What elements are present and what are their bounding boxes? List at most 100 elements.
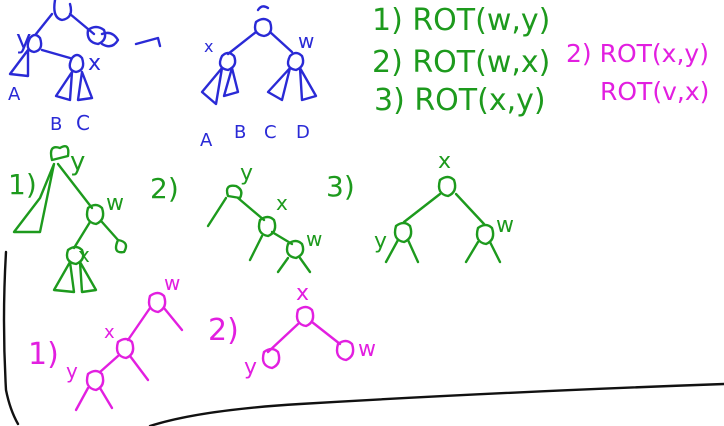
- stage-label-g2: 2): [150, 172, 179, 205]
- subtree-label-C: C: [76, 111, 90, 135]
- node-y: [26, 33, 43, 54]
- subtree-label-B2: B: [234, 122, 246, 143]
- edge: [56, 162, 94, 210]
- edge: [98, 386, 114, 410]
- node-x-m1: [115, 337, 135, 360]
- stage-label-m1: 1): [28, 337, 59, 372]
- stage-label-m2: 2): [208, 313, 239, 348]
- node-x: [68, 53, 85, 74]
- edge: [402, 192, 442, 224]
- edge: [464, 240, 480, 264]
- green-step-1: 1) ROT(w,y): [372, 3, 550, 38]
- edge-subtree: [100, 220, 128, 254]
- node-x-g2: [257, 215, 277, 238]
- node-label-w-m2: w: [358, 337, 376, 362]
- subtree-C-triangle: [76, 70, 94, 102]
- edge: [68, 12, 96, 36]
- subtree-label-A2: A: [200, 130, 213, 151]
- subtree-C: [266, 66, 292, 102]
- node-w-g2: [285, 239, 305, 260]
- magenta-step-2a: 2) ROT(x,y): [566, 39, 709, 68]
- edge: [74, 386, 90, 412]
- edge: [248, 234, 264, 262]
- blue-tree-left: y A x B C: [8, 0, 162, 135]
- node-label-y-m2: y: [244, 355, 257, 380]
- node-label-x-m2: x: [296, 281, 309, 306]
- node-w-m2: [335, 339, 355, 362]
- edge: [266, 322, 300, 354]
- node-x-g1: [65, 245, 85, 266]
- magenta-step-list: 2) ROT(x,y) ROT(v,x): [566, 39, 709, 106]
- edge: [98, 354, 120, 374]
- edge: [276, 256, 290, 274]
- node-label-x-m1: x: [104, 322, 115, 343]
- edge: [162, 306, 184, 332]
- node-y-m1: [85, 369, 105, 392]
- subtree-label-A: A: [8, 84, 21, 105]
- magenta-step-2b: ROT(v,x): [600, 77, 709, 106]
- edge: [72, 220, 92, 250]
- subtree-A-triangle: [8, 48, 30, 78]
- node-label-y-g2: y: [240, 161, 253, 186]
- node-label-x-g3: x: [438, 149, 451, 174]
- node-label-x-g2: x: [276, 191, 288, 215]
- subtree-A: [200, 66, 224, 106]
- node-label-w-g3: w: [496, 213, 514, 238]
- green-stage-2: 2) y x w: [150, 161, 322, 274]
- node-top: [49, 145, 70, 162]
- edge: [310, 320, 342, 346]
- edge: [236, 196, 266, 222]
- node-label-x-g1: x: [78, 243, 90, 267]
- subtree-label-D2: D: [296, 122, 310, 143]
- green-stage-3: 3) x y w: [326, 149, 514, 264]
- edge: [298, 256, 312, 274]
- node-y-m2: [261, 347, 281, 370]
- frame-bottom-stroke: [148, 382, 724, 426]
- node-x-m2: [295, 305, 315, 328]
- stage-label-g3: 3): [326, 170, 355, 203]
- scribble: [100, 31, 120, 48]
- magenta-stage-2: 2) x y w: [208, 281, 376, 380]
- tilde-mark: [256, 5, 270, 12]
- stage-label-g1: 1): [8, 168, 37, 201]
- edge: [226, 30, 258, 56]
- node-w: [286, 51, 305, 72]
- edge: [34, 12, 54, 36]
- subtree-right: [78, 260, 98, 294]
- arrow-right: [134, 36, 162, 48]
- subtree-left: [52, 260, 76, 294]
- subtree-label-C2: C: [264, 122, 277, 143]
- edge: [384, 238, 400, 264]
- edge: [488, 240, 502, 264]
- subtree-B-triangle: [54, 70, 74, 102]
- edge: [454, 192, 486, 226]
- green-stage-1: 1) y w x: [8, 145, 128, 294]
- edge: [206, 196, 228, 228]
- node-top-g2: [225, 184, 243, 200]
- subtree-D-node: [86, 25, 107, 46]
- top-node-partial: [53, 0, 73, 22]
- edge: [268, 30, 294, 54]
- subtree-B: [222, 66, 240, 98]
- node-label-w-m1: w: [164, 271, 180, 295]
- node-label-w: w: [298, 29, 314, 53]
- node-label-y-g1: y: [70, 147, 85, 177]
- subtree-triangle: [12, 162, 56, 234]
- board-frame: [2, 250, 724, 426]
- frame-left-stroke: [2, 250, 20, 426]
- node-w-m1: [147, 291, 167, 314]
- node-label-x2: x: [204, 37, 213, 56]
- subtree-label-B: B: [50, 114, 62, 135]
- node-label-w-g2: w: [306, 227, 322, 251]
- blue-tree-right: x w A B C D: [200, 5, 318, 151]
- edge: [270, 230, 294, 246]
- node-y-g3: [393, 221, 413, 244]
- node-w-g3: [475, 223, 495, 246]
- node-label-y-m1: y: [66, 359, 78, 383]
- edge: [128, 354, 150, 382]
- edge: [126, 306, 152, 342]
- edge: [40, 48, 72, 60]
- node-x-left: [218, 51, 237, 72]
